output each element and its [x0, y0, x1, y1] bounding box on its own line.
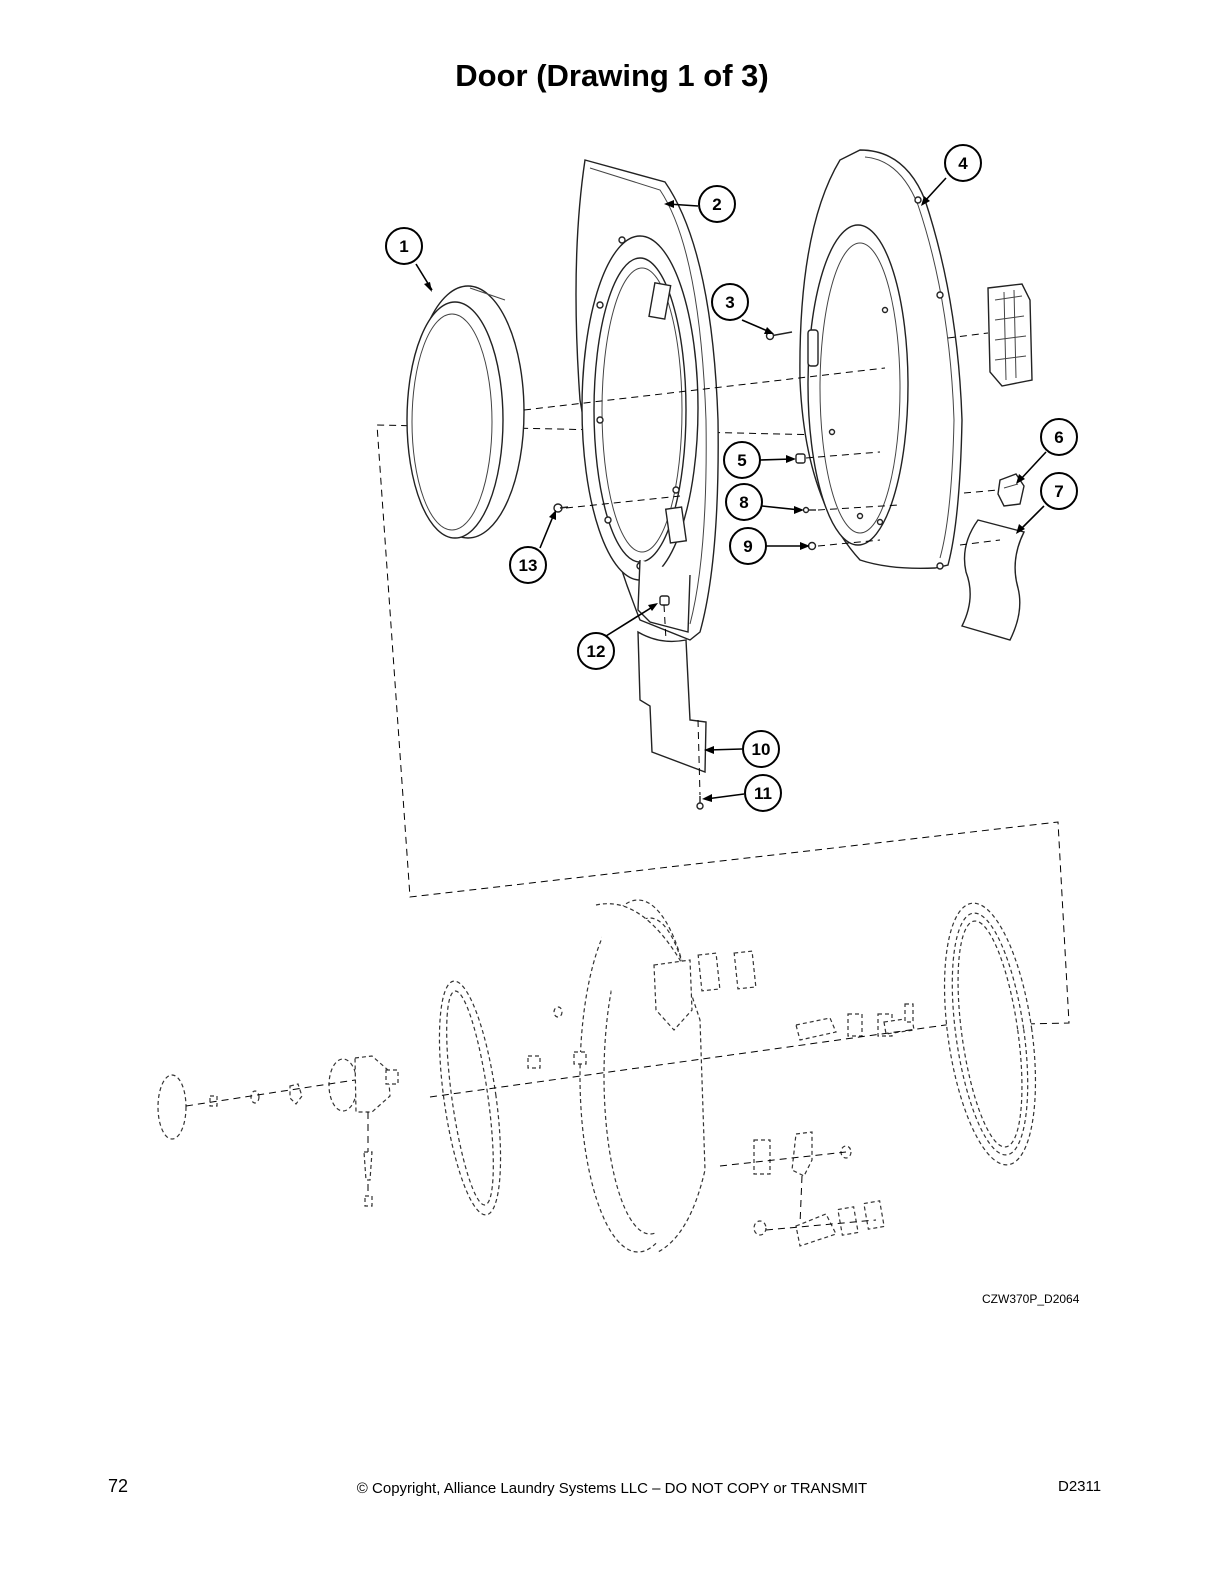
callout-7: 7	[1040, 472, 1078, 510]
axis-dashed-line	[697, 719, 701, 796]
callout-leaders	[415, 177, 1047, 802]
axis-dashed-line	[523, 367, 886, 411]
svg-text:11: 11	[754, 784, 772, 803]
svg-text:2: 2	[712, 195, 721, 214]
part-hinge-hardware	[209, 1055, 399, 1207]
callout-9: 9	[729, 527, 767, 565]
svg-text:8: 8	[739, 493, 748, 512]
part-screw-3	[765, 331, 793, 341]
axis-dashed-line	[429, 1022, 961, 1098]
part-lower-hinge-hardware	[719, 1131, 885, 1247]
part-door-gasket	[438, 980, 502, 1216]
callout-13: 13	[509, 546, 547, 584]
callout-5: 5	[723, 441, 761, 479]
part-screw-13	[553, 503, 569, 513]
svg-text:7: 7	[1054, 482, 1063, 501]
callout-8: 8	[725, 483, 763, 521]
svg-text:12: 12	[587, 642, 606, 661]
part-label	[960, 519, 1026, 641]
part-screw-8	[802, 506, 816, 514]
svg-text:1: 1	[399, 237, 408, 256]
axis-dashed-line	[805, 451, 881, 459]
part-door-seal	[943, 902, 1037, 1166]
part-shield	[637, 630, 707, 774]
callout-11: 11	[744, 774, 782, 812]
axis-dashed-line	[185, 1079, 356, 1107]
part-door-front-panel	[575, 159, 719, 641]
svg-text:6: 6	[1054, 428, 1063, 447]
document-code: D2311	[1058, 1478, 1102, 1495]
callout-4: 4	[944, 144, 982, 182]
part-nut-5	[795, 453, 806, 464]
callout-3: 3	[711, 283, 749, 321]
part-nut-12	[659, 595, 670, 606]
part-control-board	[987, 283, 1033, 387]
svg-text:10: 10	[752, 740, 771, 759]
svg-text:4: 4	[958, 154, 968, 173]
page-title: Door (Drawing 1 of 3)	[455, 58, 769, 93]
copyright-notice: © Copyright, Alliance Laundry Systems LL…	[356, 1480, 868, 1497]
callout-1: 1	[385, 227, 423, 265]
callout-2: 2	[698, 185, 736, 223]
drawing-code: CZW370P_D2064	[982, 1292, 1080, 1306]
axis-dashed-line	[817, 539, 881, 547]
axis-dashed-line	[963, 489, 999, 494]
part-hinge-cap	[157, 1074, 187, 1140]
axis-dashed-line	[947, 332, 989, 339]
callout-10: 10	[742, 730, 780, 768]
svg-text:5: 5	[737, 451, 746, 470]
page-number: 72	[108, 1476, 129, 1496]
svg-text:9: 9	[743, 537, 752, 556]
callout-6: 6	[1040, 418, 1078, 456]
axis-dashed-line	[663, 604, 667, 641]
svg-text:3: 3	[725, 293, 734, 312]
axis-dashed-line	[817, 504, 899, 511]
svg-text:13: 13	[519, 556, 538, 575]
part-hinge-brackets	[697, 950, 915, 1041]
callout-12: 12	[577, 632, 615, 670]
part-inner-ring	[406, 285, 525, 539]
part-screw-11	[696, 796, 704, 810]
axis-dashed-line	[959, 539, 1001, 546]
part-inner-door-panel	[799, 149, 963, 570]
part-door-ring	[579, 899, 706, 1253]
part-lower-screws	[527, 1006, 587, 1069]
